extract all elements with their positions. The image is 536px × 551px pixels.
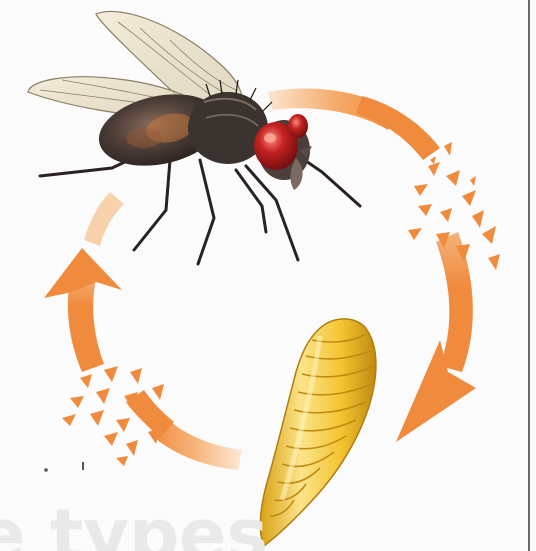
fly-legs	[40, 150, 360, 264]
speck-left	[44, 468, 48, 472]
housefly-icon	[28, 11, 360, 264]
arrow-arc-left-upper	[84, 192, 124, 246]
speck-mark	[82, 462, 84, 470]
heading-fragment: e types	[0, 500, 300, 551]
emerging-burst-icon	[62, 366, 164, 466]
fly-eye-small	[288, 114, 308, 138]
arrow-arc-top-tail	[356, 96, 440, 160]
